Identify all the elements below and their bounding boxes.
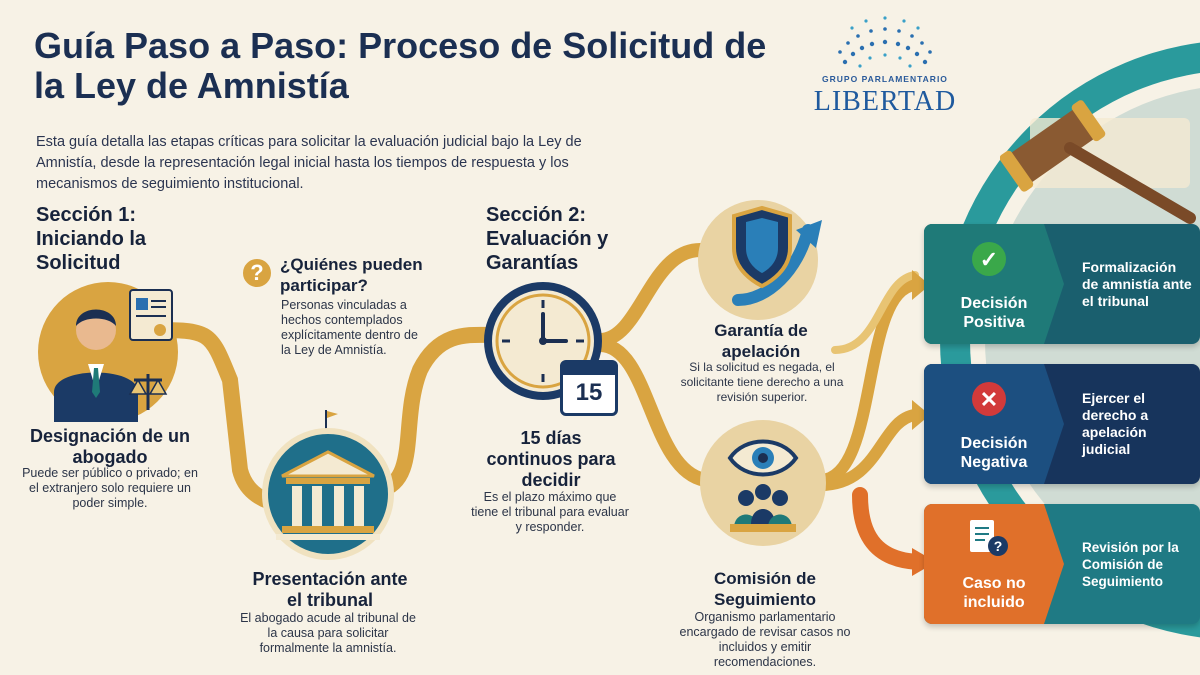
outcome-positive-card: ✓ Decisión Positiva Formalización de amn… [924,224,1200,344]
commission-title: Comisión de Seguimiento [713,569,816,609]
x-icon: ✕ [972,382,1006,416]
intro-text: Esta guía detalla las etapas críticas pa… [36,134,582,192]
outcome-positive-label: Decisión Positiva [960,295,1028,331]
logo-name: LIBERTAD [813,86,957,117]
courthouse-illustration [262,428,394,560]
courthouse-icon [276,450,380,540]
who-title: ¿Quiénes pueden participar? [280,255,423,295]
calendar-icon: 15 [560,360,618,416]
page-title: Guía Paso a Paso: Proceso de Solicitud d… [34,25,767,106]
lawyer-illustration [38,282,178,422]
lawyer-step-desc: Puede ser público o privado; en el extra… [22,466,198,510]
calendar-number: 15 [575,379,603,406]
outcome-not-included-result: Revisión por la Comisión de Seguimiento [1082,539,1179,589]
court-step-title: Presentación ante el tribunal [252,569,408,610]
outcome-not-included-label: Caso no incluido [962,575,1026,611]
shield-arrow-icon [732,205,822,306]
outcome-negative-label: Decisión Negativa [960,435,1028,471]
eye-people-icon [727,439,799,532]
who-desc: Personas vinculadas a hechos contemplado… [281,298,418,357]
clock-icon [495,293,591,389]
deadline-desc: Es el plazo máximo que tiene el tribunal… [471,490,629,534]
party-logo: GRUPO PARLAMENTARIO LIBERTAD [800,12,970,122]
court-step-desc: El abogado acude al tribunal de la causa… [240,611,416,655]
document-question-icon: ? [970,520,1008,556]
deadline-title: 15 días continuos para decidir [486,428,616,490]
appeal-title: Garantía de apelación [714,321,808,361]
commission-illustration [700,420,826,546]
gavel-icon [1000,100,1196,224]
svg-text:?: ? [994,538,1003,554]
lawyer-icon [54,289,173,422]
section-1-title: Sección 1: Iniciando la Solicitud [36,204,147,274]
appeal-desc: Si la solicitud es negada, el solicitant… [680,360,844,404]
lawyer-step-title: Designación de un abogado [29,426,191,467]
section-2-title: Sección 2: Evaluación y Garantías [486,204,609,274]
outcome-negative-card: ✕ Decisión Negativa Ejercer el derecho a… [924,364,1200,484]
outcome-negative-result: Ejercer el derecho a apelación judicial [1082,390,1149,457]
commission-desc: Organismo parlamentario encargado de rev… [679,610,851,669]
outcome-not-included-card: ? Caso no incluido Revisión por la Comis… [924,504,1200,624]
appeal-illustration [698,200,822,320]
outcome-positive-result: Formalización de amnistía ante el tribun… [1082,258,1192,309]
logo-dots-icon [838,16,932,68]
check-icon: ✓ [972,242,1006,276]
logo-subtitle: GRUPO PARLAMENTARIO [822,74,948,84]
question-icon: ? [240,256,274,290]
